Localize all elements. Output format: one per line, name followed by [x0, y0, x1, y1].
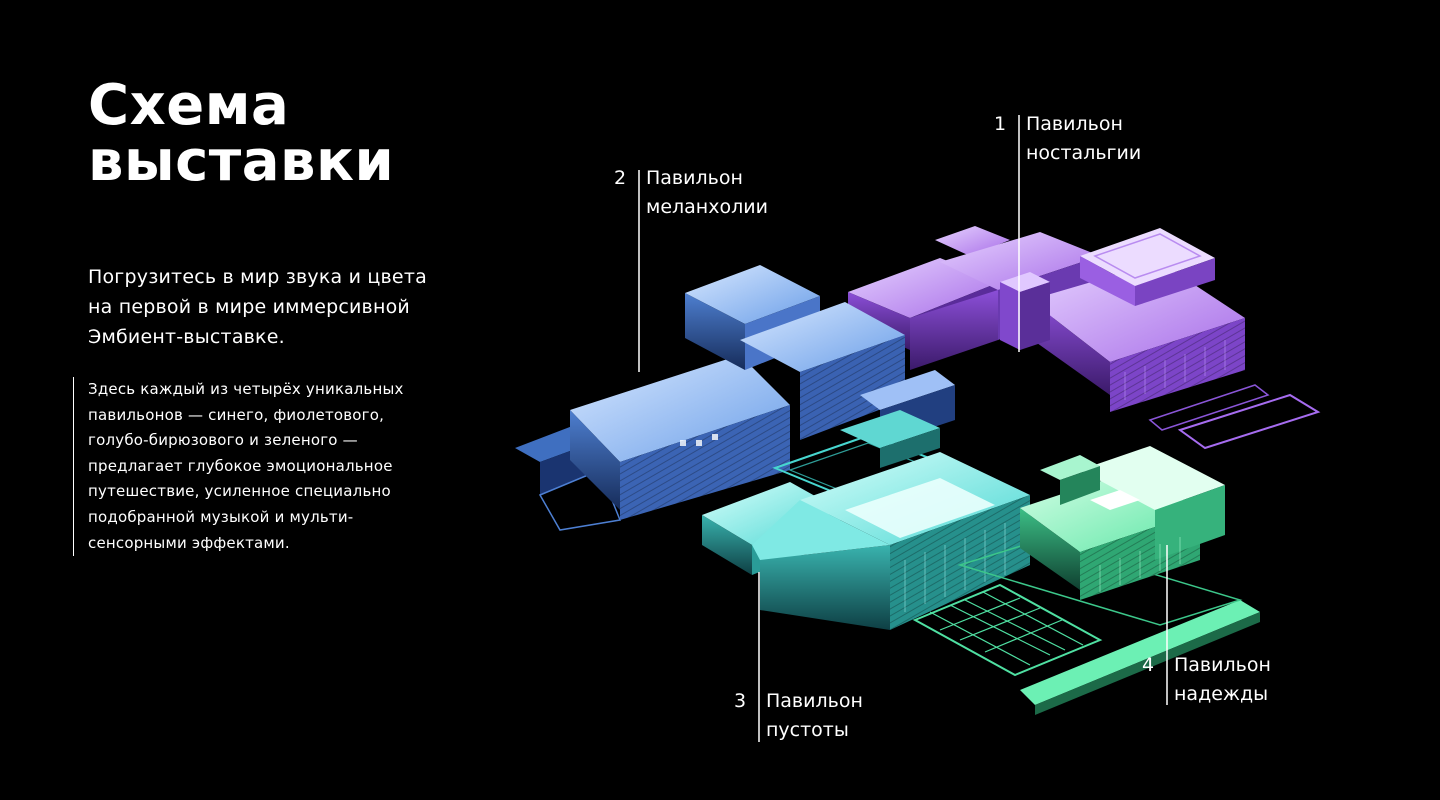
pavilion-name-line: Павильон [766, 690, 863, 712]
description-line: голубо-бирюзового и зеленого — [88, 431, 358, 450]
description-line: Здесь каждый из четырёх уникальных [88, 380, 404, 398]
pavilion-number: 2 [614, 167, 627, 189]
pavilion-hope-icon [912, 446, 1260, 715]
pavilion-name-line: пустоты [766, 719, 849, 741]
pavilion-name-line: Павильон [1174, 654, 1271, 676]
lead-paragraph: Погрузитесь в мир звука и цвета на перво… [88, 262, 488, 352]
pavilion-number: 3 [734, 690, 747, 712]
description-line: сенсорными эффектами. [88, 533, 290, 552]
pavilion-label-3: 3 Павильон пустоты [734, 687, 863, 745]
lead-line: на первой в мире иммерсивной [88, 296, 410, 318]
lead-line: Эмбиент-выставке. [88, 326, 285, 348]
lead-line: Погрузитесь в мир звука и цвета [88, 266, 427, 288]
description-line: путешествие, усиленное специально [88, 482, 391, 501]
description-text: Здесь каждый из четырёх уникальных павил… [88, 377, 488, 556]
pavilion-emptiness-icon [702, 410, 1030, 630]
pavilion-melancholy-icon [515, 265, 955, 531]
pavilion-number: 1 [994, 113, 1007, 135]
pavilion-label-1: 1 Павильон ностальгии [994, 110, 1141, 168]
pavilion-name-line: Павильон [1026, 113, 1123, 135]
description-line: павильонов — синего, фиолетового, [88, 405, 385, 424]
pavilion-nostalgia-icon [848, 226, 1321, 450]
description-line: предлагает глубокое эмоциональное [88, 456, 393, 475]
page-title: Схема выставки [88, 78, 394, 190]
pavilion-name-line: Павильон [646, 167, 743, 189]
pavilion-number: 4 [1142, 654, 1155, 676]
description-line: подобранной музыкой и мульти- [88, 507, 354, 526]
description-block: Здесь каждый из четырёх уникальных павил… [73, 377, 488, 557]
pavilion-label-2: 2 Павильон меланхолии [614, 164, 768, 222]
pavilion-name-line: меланхолии [646, 196, 768, 218]
title-line-1: Схема [88, 73, 290, 138]
pavilion-name-line: надежды [1174, 683, 1269, 705]
pavilion-label-4: 4 Павильон надежды [1142, 651, 1271, 709]
title-line-2: выставки [88, 129, 395, 194]
pavilion-name-line: ностальгии [1026, 142, 1142, 164]
